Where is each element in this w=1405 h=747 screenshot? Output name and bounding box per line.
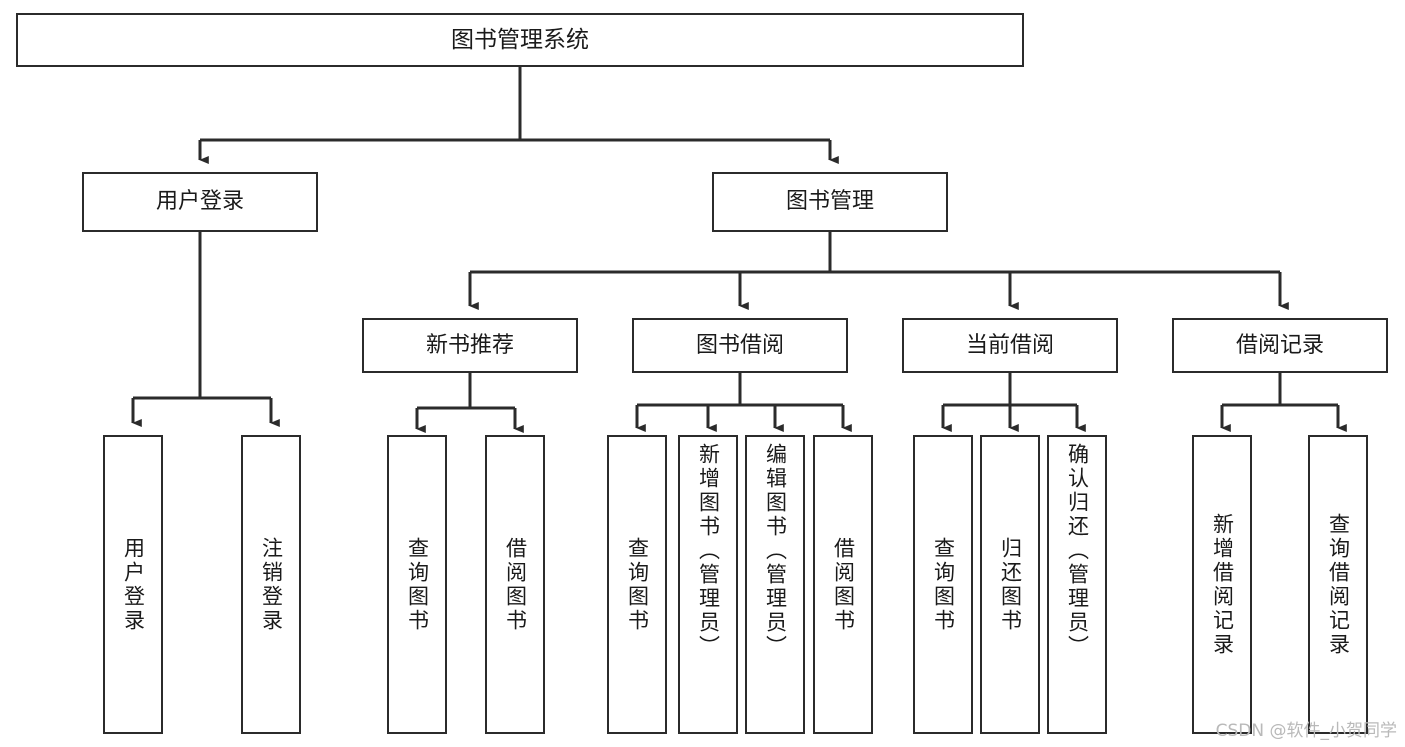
node-new-book-recommend[interactable]: 新书推荐: [362, 318, 578, 373]
leaf-add-borrow-record[interactable]: 新增借阅记录: [1192, 435, 1252, 734]
leaf-return-book-label: 归还图书: [998, 536, 1023, 633]
leaf-logout-label: 注销登录: [259, 536, 284, 633]
node-root[interactable]: 图书管理系统: [16, 13, 1024, 67]
leaf-borrow-book-borrow[interactable]: 借阅图书: [813, 435, 873, 734]
leaf-confirm-return[interactable]: 确认归还（管理员）: [1047, 435, 1107, 734]
node-user-login-label: 用户登录: [155, 189, 244, 215]
node-new-book-recommend-label: 新书推荐: [425, 332, 514, 358]
csdn-watermark: CSDN @软件_小贺同学: [1215, 721, 1397, 741]
node-book-borrow[interactable]: 图书借阅: [632, 318, 848, 373]
node-user-login[interactable]: 用户登录: [82, 172, 318, 232]
leaf-query-book-borrow-label: 查询图书: [625, 536, 650, 633]
leaf-return-book[interactable]: 归还图书: [980, 435, 1040, 734]
node-borrow-record-label: 借阅记录: [1235, 332, 1324, 358]
node-current-borrow-label: 当前借阅: [965, 332, 1054, 358]
leaf-add-book-label: 新增图书（管理员）: [696, 443, 721, 659]
node-root-label: 图书管理系统: [451, 26, 589, 53]
leaf-edit-book-label: 编辑图书（管理员）: [763, 443, 788, 659]
leaf-query-book-current[interactable]: 查询图书: [913, 435, 973, 734]
leaf-edit-book[interactable]: 编辑图书（管理员）: [745, 435, 805, 734]
leaf-query-book-borrow[interactable]: 查询图书: [607, 435, 667, 734]
leaf-user-login[interactable]: 用户登录: [103, 435, 163, 734]
node-borrow-record[interactable]: 借阅记录: [1172, 318, 1388, 373]
node-book-borrow-label: 图书借阅: [695, 332, 784, 358]
leaf-confirm-return-label: 确认归还（管理员）: [1065, 443, 1090, 659]
leaf-add-borrow-record-label: 新增借阅记录: [1210, 512, 1235, 657]
node-current-borrow[interactable]: 当前借阅: [902, 318, 1118, 373]
leaf-borrow-book-recommend-label: 借阅图书: [503, 536, 528, 633]
leaf-borrow-book-recommend[interactable]: 借阅图书: [485, 435, 545, 734]
leaf-borrow-book-borrow-label: 借阅图书: [831, 536, 856, 633]
leaf-user-login-label: 用户登录: [121, 536, 146, 633]
leaf-query-borrow-record[interactable]: 查询借阅记录: [1308, 435, 1368, 734]
leaf-query-borrow-record-label: 查询借阅记录: [1326, 512, 1351, 657]
leaf-query-book-recommend-label: 查询图书: [405, 536, 430, 633]
leaf-query-book-recommend[interactable]: 查询图书: [387, 435, 447, 734]
node-book-manage[interactable]: 图书管理: [712, 172, 948, 232]
leaf-logout[interactable]: 注销登录: [241, 435, 301, 734]
leaf-query-book-current-label: 查询图书: [931, 536, 956, 633]
node-book-manage-label: 图书管理: [785, 189, 874, 215]
leaf-add-book[interactable]: 新增图书（管理员）: [678, 435, 738, 734]
